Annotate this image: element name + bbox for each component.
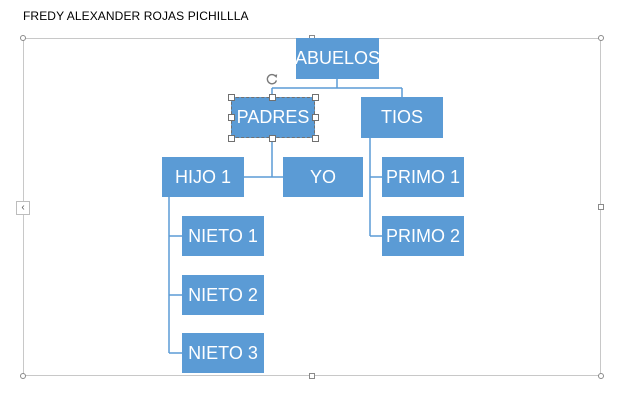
selection-handle-top-left[interactable] [228,94,235,101]
node-primo-1[interactable]: PRIMO 1 [382,157,464,197]
frame-handle-bottom[interactable] [309,373,315,379]
node-primo-2[interactable]: PRIMO 2 [382,216,464,256]
node-padres[interactable]: PADRES [231,97,315,138]
selection-handle-top-right[interactable] [312,94,319,101]
selection-handle-bottom-left[interactable] [228,135,235,142]
frame-handle-right[interactable] [598,204,604,210]
node-hijo-1[interactable]: HIJO 1 [162,157,244,197]
selection-handle-top[interactable] [269,94,276,101]
node-abuelos[interactable]: ABUELOS [295,38,380,79]
node-yo[interactable]: YO [283,157,363,197]
document-title: FREDY ALEXANDER ROJAS PICHILLLA [23,9,249,23]
node-nieto-1[interactable]: NIETO 1 [182,216,264,256]
chevron-left-icon: ‹ [21,202,25,213]
selection-handle-right[interactable] [312,114,319,121]
selection-handle-bottom[interactable] [269,135,276,142]
selection-handle-left[interactable] [228,114,235,121]
rotate-icon[interactable] [265,72,279,86]
node-nieto-3[interactable]: NIETO 3 [182,333,264,373]
text-pane-toggle-button[interactable]: ‹ [16,201,30,215]
frame-handle-bottom-right[interactable] [598,373,604,379]
node-nieto-2[interactable]: NIETO 2 [182,275,264,315]
selection-handle-bottom-right[interactable] [312,135,319,142]
frame-handle-top-right[interactable] [598,35,604,41]
frame-handle-bottom-left[interactable] [20,373,26,379]
frame-handle-top-left[interactable] [20,35,26,41]
node-tios[interactable]: TIOS [361,97,443,138]
